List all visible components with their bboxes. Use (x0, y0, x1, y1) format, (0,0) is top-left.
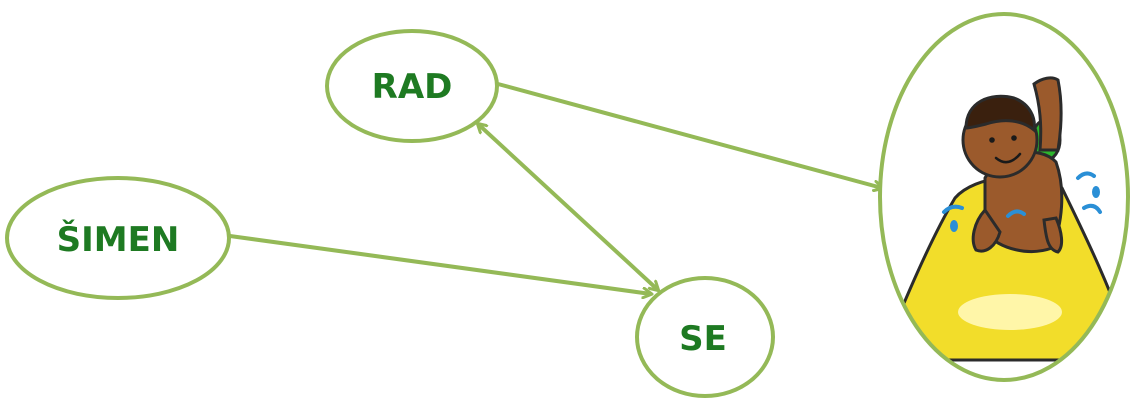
arrow-se-rad-bidirectional (478, 124, 658, 290)
node-simen-label: ŠIMEN (57, 219, 180, 260)
node-rad: RAD (325, 29, 499, 143)
arrow-simen-to-se (229, 234, 651, 294)
node-se-label: SE (679, 319, 727, 359)
node-rad-label: RAD (372, 67, 453, 107)
node-simen: ŠIMEN (5, 176, 231, 300)
arrow-rad-to-picture (497, 82, 882, 188)
node-picture (878, 12, 1130, 382)
boy-on-water-slide-illustration (880, 76, 1128, 362)
node-se: SE (635, 276, 775, 398)
